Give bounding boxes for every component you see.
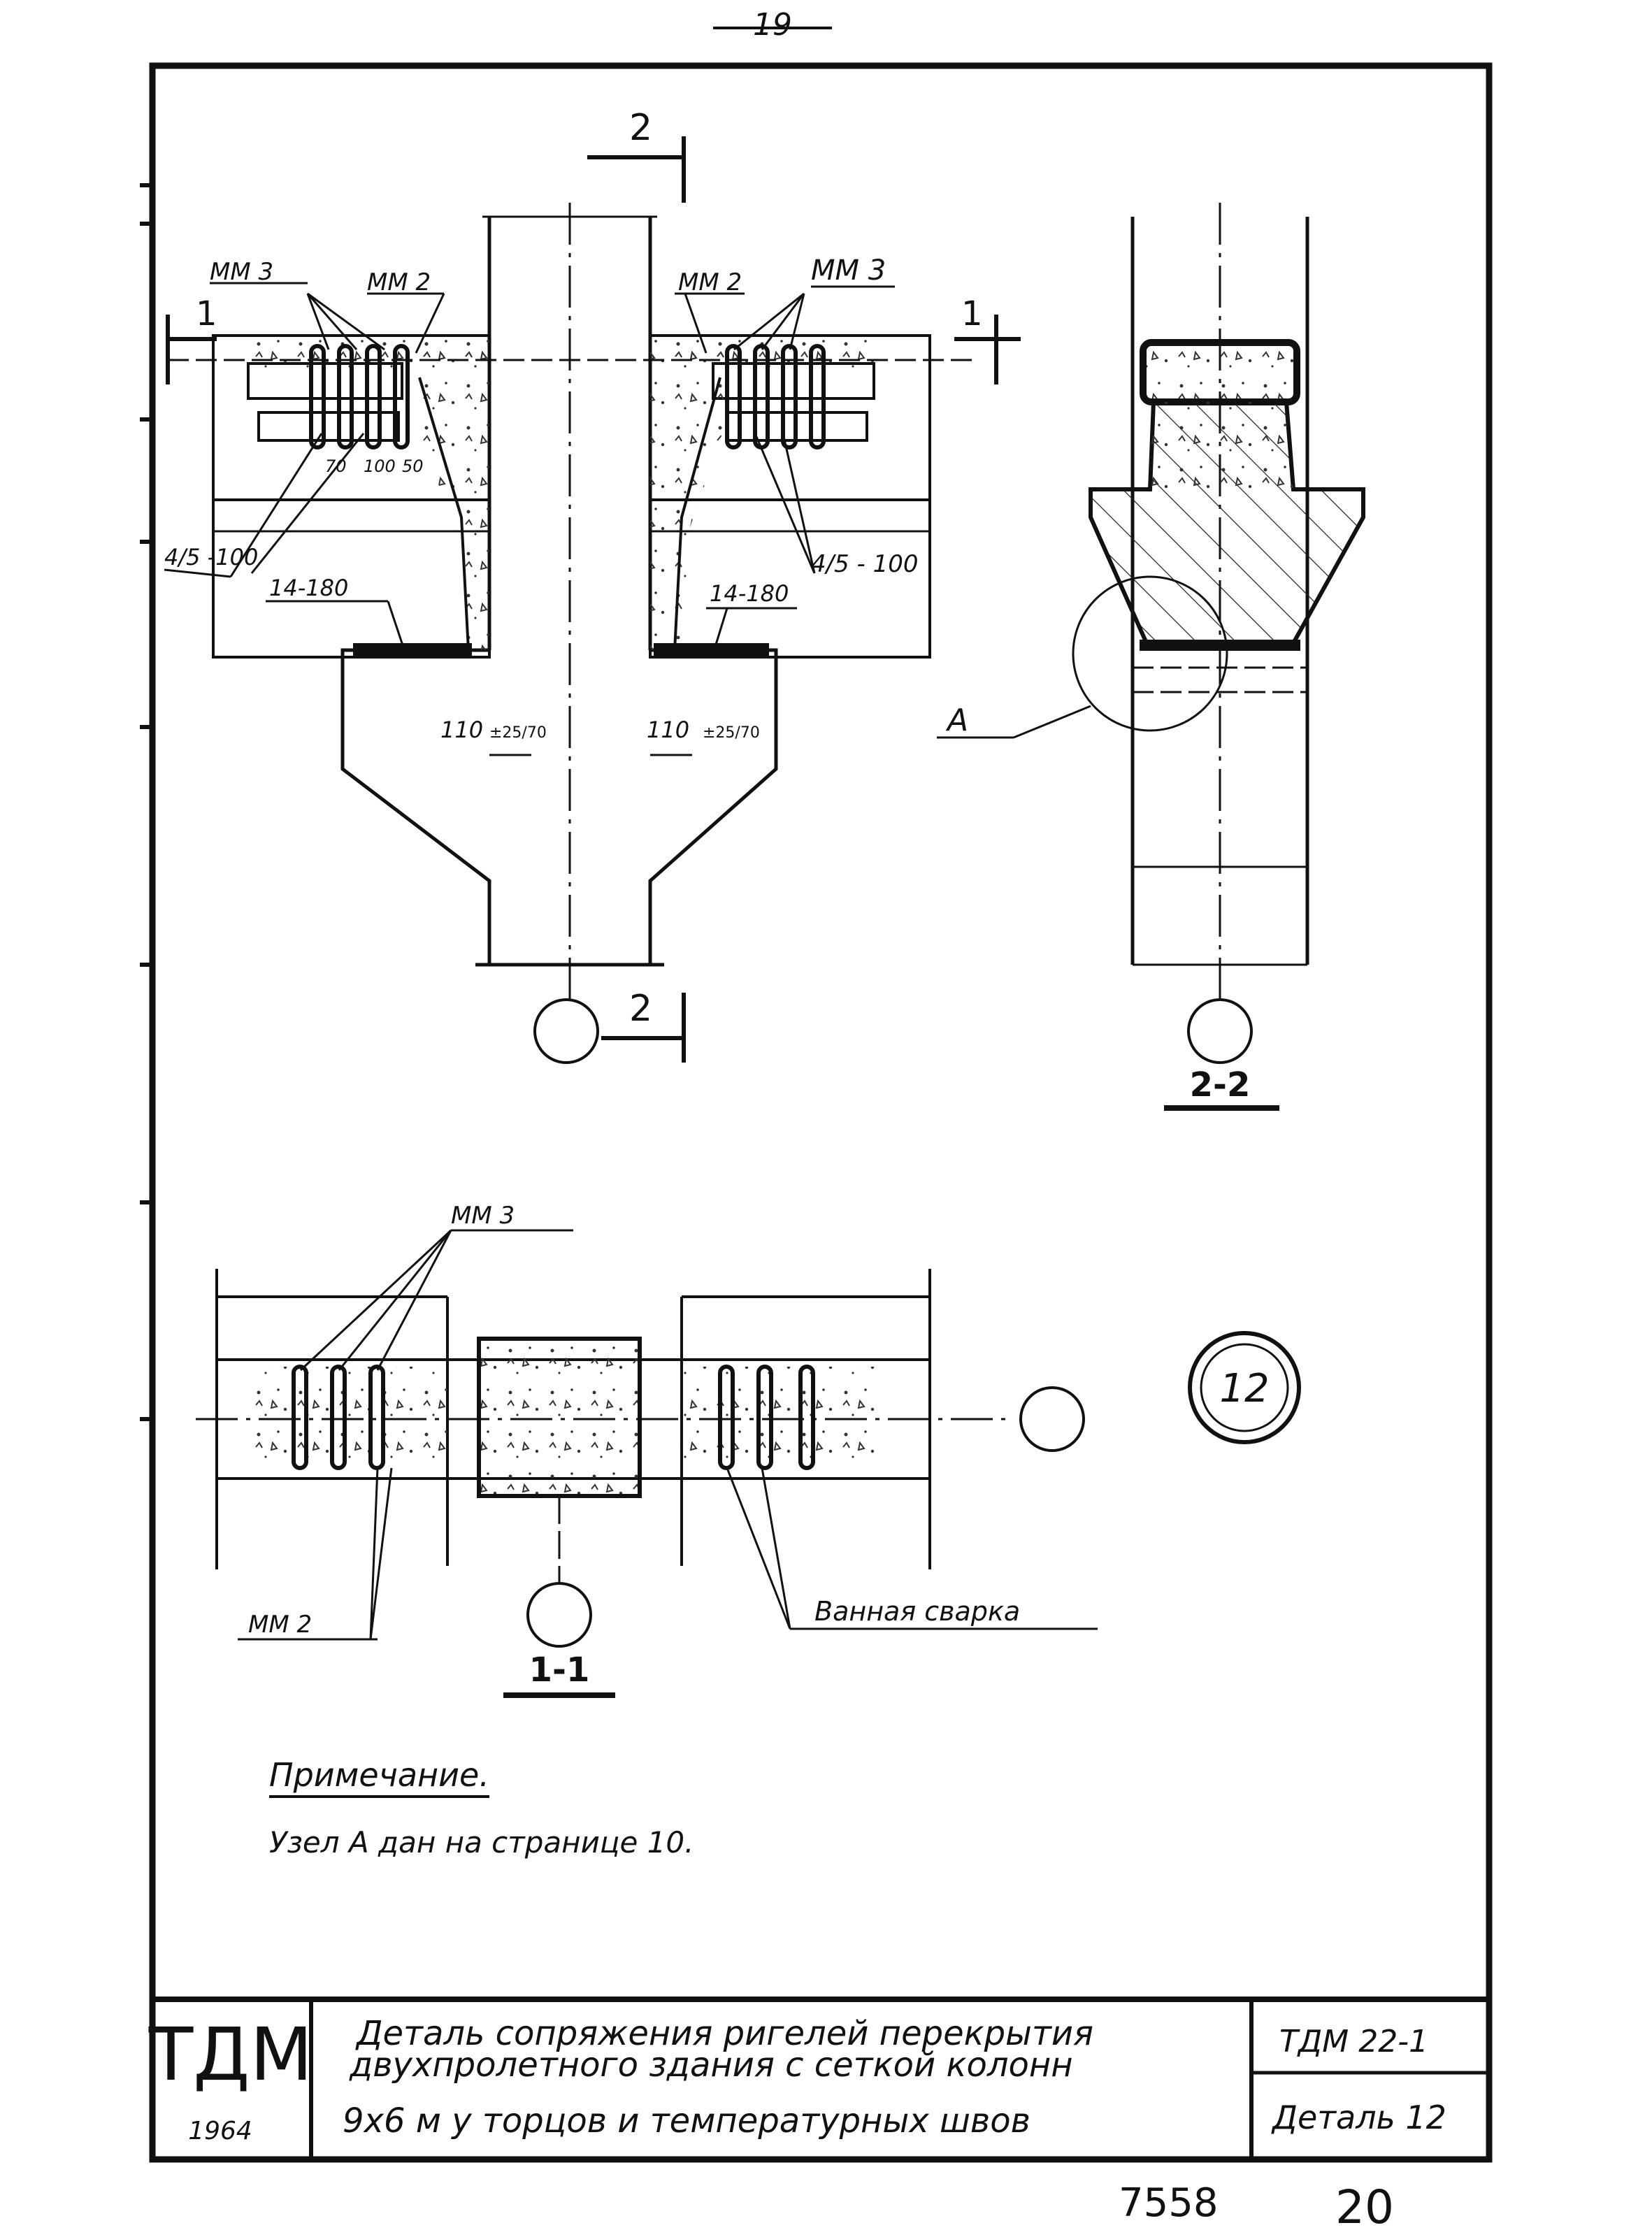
section-2-2: А 2-2 (937, 203, 1365, 1111)
svg-text:ММ 2: ММ 2 (248, 1611, 312, 1639)
svg-text:2: 2 (629, 107, 652, 149)
svg-text:ММ 3: ММ 3 (451, 1202, 515, 1230)
svg-text:2: 2 (629, 988, 652, 1030)
sheet-frame (149, 62, 1493, 2163)
page-number: 19 (713, 7, 832, 43)
svg-text:А: А (945, 703, 968, 738)
svg-text:1: 1 (196, 294, 217, 333)
svg-text:Ванная сварка: Ванная сварка (814, 1596, 1020, 1627)
svg-text:двухпролетного здания с сеткой: двухпролетного здания с сеткой колонн (349, 2045, 1073, 2085)
svg-text:19: 19 (753, 7, 792, 43)
svg-text:4/5 - 100: 4/5 - 100 (811, 550, 919, 578)
svg-text:±25/70: ±25/70 (703, 724, 760, 742)
svg-text:2-2: 2-2 (1190, 1065, 1251, 1105)
svg-text:1: 1 (961, 294, 983, 333)
svg-text:4/5 -100: 4/5 -100 (164, 544, 258, 570)
svg-text:ММ 2: ММ 2 (678, 268, 742, 296)
svg-text:Примечание.: Примечание. (269, 1756, 489, 1794)
svg-text:14-180: 14-180 (710, 580, 789, 607)
elevation-view: ММ 3 ММ 2 ММ 2 ММ 3 70 100 50 4/5 -100 4… (164, 203, 972, 1064)
svg-text:ММ 3: ММ 3 (210, 258, 273, 286)
svg-text:±25/70: ±25/70 (489, 724, 547, 742)
svg-text:110: 110 (440, 717, 483, 743)
svg-text:1-1: 1-1 (529, 1650, 590, 1690)
note-block: Примечание. Узел А дан на странице 10. (269, 1756, 694, 1859)
svg-text:9х6 м у торцов и температурных: 9х6 м у торцов и температурных швов (343, 2101, 1030, 2141)
svg-text:1964: 1964 (188, 2117, 252, 2145)
cut-2-bottom: 2 (601, 988, 686, 1063)
svg-text:50: 50 (402, 456, 424, 476)
archive-number: 7558 (1119, 2180, 1219, 2226)
cut-1-right: 1 (954, 294, 1021, 384)
svg-text:ММ 3: ММ 3 (811, 254, 886, 287)
svg-text:12: 12 (1219, 1366, 1269, 1411)
svg-text:14-180: 14-180 (269, 575, 348, 601)
svg-text:Деталь 12: Деталь 12 (1271, 2099, 1446, 2136)
svg-text:ММ 2: ММ 2 (367, 268, 431, 296)
plan-1-1: ММ 3 ММ 2 Ванная сварка 1-1 (196, 1202, 1098, 1698)
svg-text:110: 110 (647, 717, 689, 743)
sheet-number: 20 (1335, 2180, 1394, 2230)
detail-number-bubble: 12 (1188, 1331, 1301, 1444)
cut-2-top: 2 (587, 107, 686, 203)
svg-text:100: 100 (364, 456, 396, 476)
svg-text:ТДМ 22-1: ТДМ 22-1 (1279, 2024, 1428, 2059)
svg-text:70: 70 (325, 456, 347, 476)
title-block: ТДМ 1964 Деталь сопряжения ригелей перек… (148, 1997, 1489, 2159)
frame-ticks (140, 183, 152, 1421)
cut-1-left: 1 (166, 294, 217, 384)
svg-text:Узел А дан на странице 10.: Узел А дан на странице 10. (269, 1825, 694, 1859)
svg-text:Деталь сопряжения ригелей пере: Деталь сопряжения ригелей перекрытия (355, 2014, 1093, 2053)
svg-text:ТДМ: ТДМ (148, 2012, 313, 2097)
